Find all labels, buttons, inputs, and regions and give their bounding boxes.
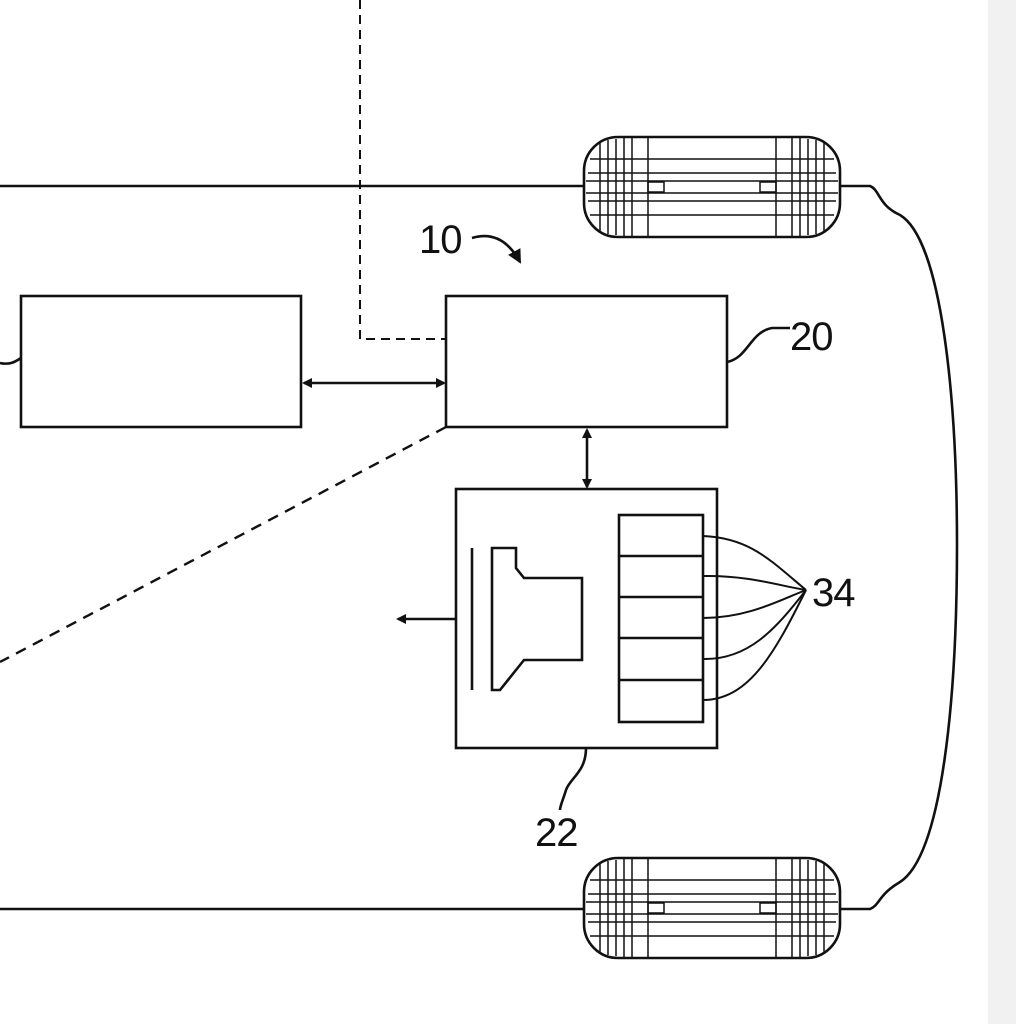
left-block-leader: [0, 358, 21, 364]
module-block: [398, 489, 806, 810]
controller-ref-label: 20: [790, 315, 833, 359]
front-wheel-bottom: [584, 858, 840, 958]
left-block: [21, 296, 301, 427]
cell-stack: [619, 515, 703, 722]
module-ref-label: 22: [535, 811, 578, 855]
controller-leader: [727, 328, 790, 362]
vehicle-diagram: 10 20 22 34: [0, 0, 988, 1024]
controller-block: [446, 296, 727, 427]
module-leader: [560, 748, 586, 810]
system-ref-arrow: [472, 236, 520, 262]
page-gutter: [988, 0, 1016, 1024]
system-ref-label: 10: [419, 218, 462, 262]
front-wheel-top: [584, 137, 840, 237]
cells-ref-label: 34: [812, 571, 855, 615]
cells-leaders: [703, 536, 806, 700]
